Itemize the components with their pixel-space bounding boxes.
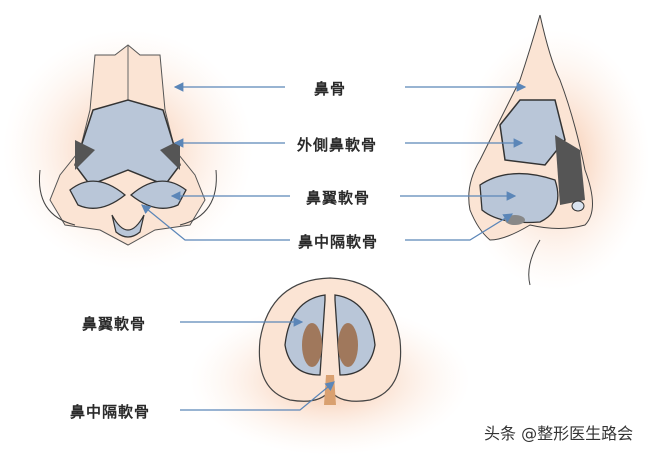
- arrow-septal-right: [405, 213, 514, 241]
- label-nasal-bone: 鼻骨: [314, 80, 347, 98]
- label-septal-cartilage: 鼻中隔軟骨: [298, 233, 379, 251]
- arrow-bottom-septal: [180, 381, 335, 411]
- front-view-nose: [3, 30, 253, 270]
- label-bottom-septal-cartilage: 鼻中隔軟骨: [70, 403, 151, 421]
- label-alar-cartilage: 鼻翼軟骨: [306, 189, 371, 207]
- label-bottom-alar-cartilage: 鼻翼軟骨: [82, 315, 147, 333]
- pointer-lines: [141, 82, 527, 411]
- arrow-septal-left: [141, 204, 290, 241]
- bottom-view-nose: [190, 277, 470, 454]
- watermark: 头条 @整形医生路会: [484, 424, 634, 443]
- label-lateral-cartilage: 外側鼻軟骨: [297, 136, 378, 154]
- side-view-nose: [460, 14, 650, 290]
